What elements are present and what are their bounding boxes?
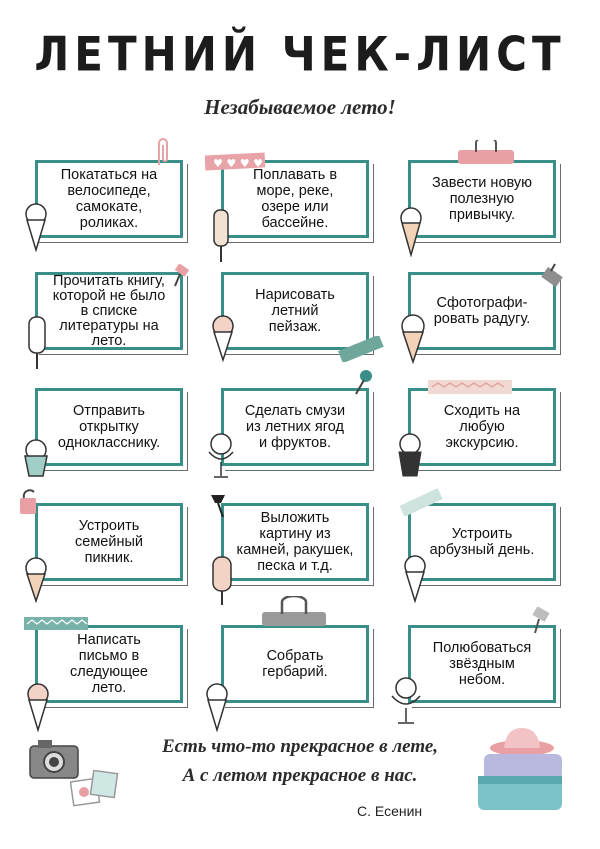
sundae-glass-icon [208, 433, 234, 478]
checklist-card-6: Сфотографи- ровать радугу. [408, 272, 561, 355]
checklist-card-5: Нарисовать летний пейзаж. [221, 272, 374, 355]
card-text: Полюбоваться звёздным небом. [432, 640, 532, 688]
pushpin-gray-icon [532, 607, 550, 634]
ice-cream-cone-icon [212, 315, 234, 362]
checklist-card-15: Полюбоваться звёздным небом. [408, 625, 561, 708]
quote-line-2: А с летом прекрасное в нас. [182, 765, 418, 786]
washi-tape-zigzag-icon [399, 488, 443, 516]
ice-cream-cone-icon [401, 314, 425, 364]
checklist-card-11: Выложить картину из камней, ракушек, пес… [221, 503, 374, 586]
checklist-card-9: Сходить на любую экскурсию. [408, 388, 561, 471]
checklist-card-2: Поплавать в море, реке, озере или бассей… [221, 160, 374, 243]
card-text: Сходить на любую экскурсию. [443, 403, 521, 451]
ice-cream-cone-icon [206, 683, 228, 732]
card-text: Устроить семейный пикник. [75, 518, 143, 566]
checklist-card-8: Сделать смузи из летних ягод и фруктов. [221, 388, 374, 471]
camera-icon [29, 740, 79, 779]
page-subtitle: Незабываемое лето! [204, 95, 396, 119]
svg-text:♥ ♥ ♥ ♥: ♥ ♥ ♥ ♥ [213, 157, 263, 170]
washi-tape-pink-icon [428, 380, 512, 394]
checklist-card-7: Отправить открытку однокласснику. [35, 388, 188, 471]
card-text: Покататься на велосипеде, самокате, роли… [60, 167, 158, 231]
ice-cream-cup-icon [24, 439, 48, 477]
pushpin-black-icon [211, 495, 225, 518]
sundae-glass-icon [391, 677, 421, 724]
card-text: Завести новую полезную привычку. [431, 175, 533, 223]
checklist-card-1: Покататься на велосипеде, самокате, роли… [35, 160, 188, 243]
card-text: Сфотографи- ровать радугу. [433, 295, 531, 327]
checklist-card-3: Завести новую полезную привычку. [408, 160, 561, 243]
ice-cream-cone-icon [25, 557, 47, 603]
card-text: Прочитать книгу, которой не было в списк… [52, 272, 166, 349]
card-text: Написать письмо в следующее лето. [70, 632, 148, 696]
checklist-card-14: Собрать гербарий. [221, 625, 374, 708]
checklist-card-10: Устроить семейный пикник. [35, 503, 188, 586]
binder-clip-gray-icon [541, 263, 563, 288]
ice-cream-cone-icon [400, 207, 422, 257]
quote-author: С. Есенин [357, 803, 423, 819]
pushpin-teal-icon [355, 370, 372, 395]
washi-tape-chevron-icon [24, 617, 88, 630]
ice-cream-cone-icon [25, 203, 47, 252]
page-title: ЛЕТНИЙ ЧЕК-ЛИСТ [34, 27, 566, 82]
ice-cream-cone-icon [27, 683, 49, 732]
card-text: Нарисовать летний пейзаж. [255, 287, 335, 335]
washi-tape-teal-icon [338, 336, 384, 362]
checklist-card-4: Прочитать книгу, которой не было в списк… [35, 272, 188, 355]
luggage-hat-icon [478, 728, 562, 810]
binder-clip-pink-icon [458, 140, 514, 164]
card-text: Выложить картину из камней, ракушек, пес… [236, 510, 354, 574]
popsicle-icon [213, 209, 229, 262]
card-text: Устроить арбузный день. [429, 526, 535, 558]
popsicle-icon [212, 556, 232, 605]
washi-tape-hearts-icon: ♥ ♥ ♥ ♥ [205, 152, 266, 171]
card-text: Отправить открытку однокласснику. [57, 403, 161, 451]
binder-clip-pink-small-icon [20, 489, 36, 514]
quote-line-1: Есть что-то прекрасное в лете, [161, 736, 439, 757]
checklist-card-13: Написать письмо в следующее лето. [35, 625, 188, 708]
photos-icon [70, 770, 119, 807]
checklist-card-12: Устроить арбузный день. [408, 503, 561, 586]
ice-cream-cup-icon [398, 433, 422, 477]
ice-cream-cone-icon [404, 555, 426, 603]
card-text: Собрать гербарий. [262, 648, 328, 680]
card-text: Поплавать в море, реке, озере или бассей… [252, 167, 338, 231]
binder-clip-gray-large-icon [262, 596, 326, 626]
popsicle-icon [28, 316, 46, 369]
paperclip-icon [158, 138, 168, 165]
card-text: Сделать смузи из летних ягод и фруктов. [244, 403, 346, 451]
pushpin-icon [174, 264, 190, 287]
